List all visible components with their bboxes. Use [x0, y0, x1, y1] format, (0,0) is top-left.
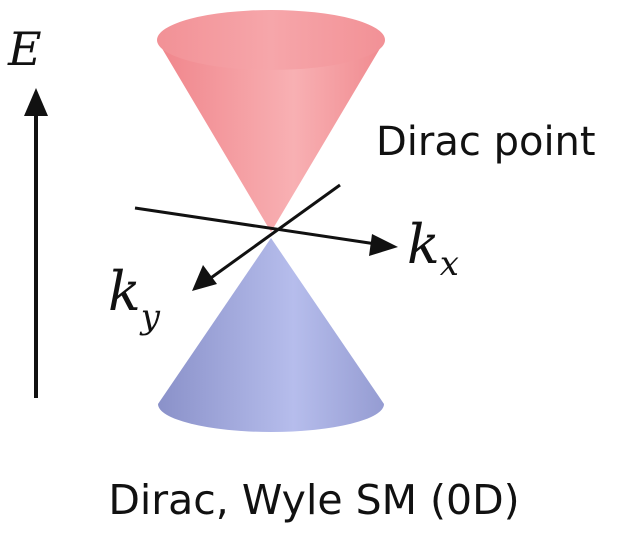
kx-axis-arrow: [134, 206, 398, 256]
lower-cone: [158, 238, 384, 432]
kx-axis-label: kx: [407, 218, 459, 282]
ky-base: k: [108, 260, 141, 323]
diagram-caption: Dirac, Wyle SM (0D): [108, 476, 520, 524]
ky-subscript: y: [140, 297, 160, 337]
energy-axis-arrow: [24, 88, 48, 398]
upper-cone: [157, 10, 385, 232]
ky-axis-arrow: [192, 183, 341, 291]
ky-axis-label: ky: [108, 265, 160, 335]
kx-base: k: [407, 213, 440, 276]
energy-axis-label: E: [8, 22, 42, 76]
kx-subscript: x: [439, 244, 459, 284]
dirac-point-label: Dirac point: [376, 119, 596, 165]
